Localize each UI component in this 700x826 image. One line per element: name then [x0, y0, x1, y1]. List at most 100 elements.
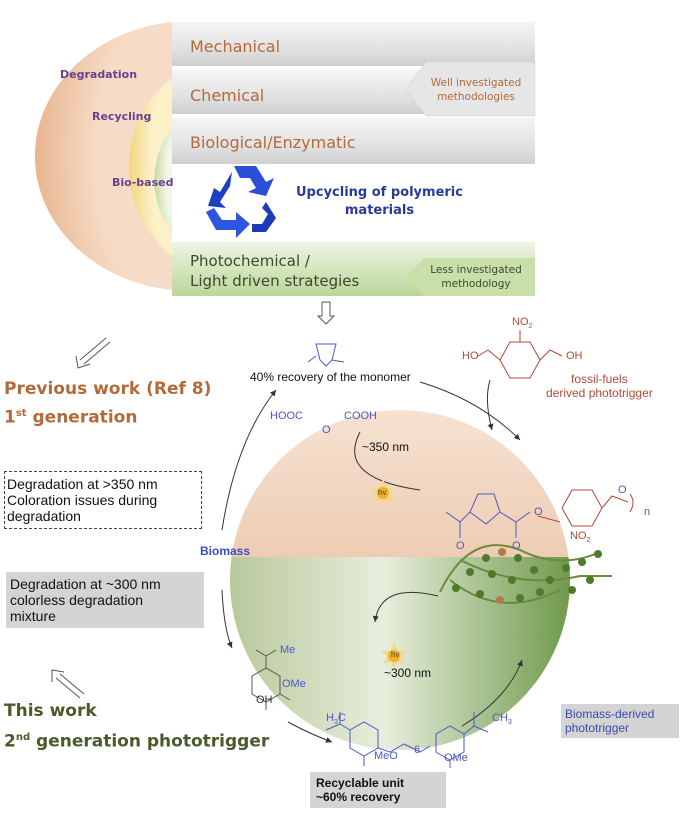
cycle-circle-top: [231, 410, 569, 557]
polymer-ether-o: O: [618, 484, 627, 496]
cycle-graphics: [51, 301, 634, 768]
ring-label-recycling: Recycling: [92, 110, 152, 123]
recyclable-unit-box: Recyclable unit ~60% recovery: [310, 772, 446, 808]
polymer-nitro-ring: [537, 489, 634, 527]
less-investigated-line1: Less investigated: [430, 264, 522, 276]
band-label-mechanical: Mechanical: [190, 37, 281, 56]
cooh-label: COOH: [344, 410, 377, 422]
dimer-ch3-label: CH3: [492, 712, 512, 729]
upcycling-line2: materials: [344, 203, 415, 218]
band-label-chemical: Chemical: [190, 86, 265, 105]
arrow-biomass-up: [221, 389, 277, 531]
dimer-meo-label: MeO: [374, 750, 398, 762]
previous-gen-sup: st: [15, 408, 27, 419]
this-work-arrow-icon: [51, 669, 85, 699]
fossil-phototrigger-label: fossil-fuels derived phototrigger: [546, 372, 653, 400]
dimer-ome-label: OMe: [444, 752, 468, 764]
band-biological: [172, 118, 535, 164]
previous-box-line3: degradation: [7, 508, 81, 524]
polymer-n-label: n: [644, 506, 651, 518]
dimer-linker-n: 6: [414, 744, 421, 756]
band-label-biological: Biological/Enzymatic: [190, 133, 356, 152]
this-work-box: Degradation at ~300 nm colorless degrada…: [6, 572, 204, 628]
dimer-h3c-sub: 3: [333, 719, 338, 727]
hv-top-label: hv: [378, 488, 387, 497]
polymer-no2-sub: 2: [586, 537, 591, 545]
ring-label-bio-based: Bio-based: [112, 176, 174, 189]
this-box-line3: mixture: [10, 608, 56, 624]
dimer-h3c-label: H3C: [326, 712, 346, 729]
well-investigated-arrow: [405, 61, 536, 117]
this-box-line2: colorless degradation: [10, 592, 144, 608]
previous-work-generation: 1st generation: [4, 403, 137, 429]
fdca-structure: [307, 343, 345, 367]
this-work-generation: 2nd generation phototrigger: [4, 727, 269, 753]
previous-gen-num: 1: [4, 407, 16, 428]
dimer-h3c-h: H: [326, 712, 334, 724]
recycle-icon: [206, 166, 276, 238]
previous-work-arrow-icon: [75, 337, 111, 369]
fossil-label-line2: derived phototrigger: [546, 386, 653, 400]
dimer-h3c-c: C: [337, 712, 346, 724]
wavelength-300-label: ~300 nm: [384, 666, 432, 680]
sun-300-icon: [381, 642, 407, 670]
top-panel-graphics: [34, 22, 536, 296]
bio-based-ring: [154, 128, 172, 232]
this-gen-num: 2: [4, 731, 16, 752]
sun-350-icon: [370, 479, 396, 507]
fossil-oh-label: OH: [566, 350, 583, 362]
polymer-carbonyl-o-2: O: [512, 540, 521, 552]
acetovanillone-ome-label: OMe: [282, 678, 306, 690]
band-mechanical: [172, 22, 535, 66]
fossil-no2-text: NO: [512, 316, 529, 328]
dimer-phototrigger-structure: [325, 712, 489, 768]
ring-label-degradation: Degradation: [60, 68, 138, 81]
biomass-trigger-line2: phototrigger: [565, 721, 630, 735]
fossil-no2-sub: 2: [528, 323, 533, 331]
this-box-line1: Degradation at ~300 nm: [10, 576, 161, 592]
fossil-label-line1: fossil-fuels: [571, 372, 628, 386]
furan-o-label: O: [322, 424, 331, 436]
previous-work-box: Degradation at >350 nm Coloration issues…: [4, 471, 202, 529]
this-gen-text: generation phototrigger: [36, 731, 270, 752]
previous-box-line1: Degradation at >350 nm: [7, 476, 158, 492]
polymer-no2-text: NO: [570, 530, 587, 542]
well-investigated-label: Well investigated methodologies: [420, 76, 532, 104]
less-investigated-label: Less investigated methodology: [420, 263, 532, 291]
arrow-fossil-down: [486, 379, 494, 431]
less-investigated-line2: methodology: [441, 278, 511, 290]
monomer-recovery-label: 40% recovery of the monomer: [250, 370, 411, 384]
well-investigated-line2: methodologies: [437, 91, 515, 103]
fossil-no2-label: NO2: [512, 316, 532, 333]
arrow-300-cycle: [372, 591, 439, 623]
hv-bottom-label: hv: [391, 650, 400, 659]
acetovanillone-structure: [251, 649, 291, 710]
dimer-ch3-ch: CH: [492, 712, 508, 724]
this-gen-sup: nd: [15, 732, 31, 743]
dimer-ch3-sub: 3: [507, 719, 512, 727]
down-arrow-icon: [316, 301, 336, 325]
acetovanillone-me-label: Me: [280, 644, 296, 656]
upcycling-line1: Upcycling of polymeric: [296, 185, 463, 200]
degradation-ring: [34, 22, 172, 290]
arrow-350-cycle: [354, 431, 421, 491]
arrow-biomass-down: [221, 589, 233, 649]
polymer-structure: [445, 493, 531, 538]
hooc-label: HOOC: [270, 410, 303, 422]
biomass-label: Biomass: [200, 544, 251, 558]
photochemical-label: Photochemical / Light driven strategies: [190, 251, 359, 291]
less-investigated-arrow: [406, 258, 535, 296]
previous-work-title: Previous work (Ref 8): [4, 379, 212, 399]
arrow-to-polymer: [419, 381, 521, 441]
photochemical-line1: Photochemical /: [190, 252, 310, 270]
polymer-coil-graphic: [439, 544, 612, 604]
this-work-title: This work: [4, 701, 97, 721]
well-investigated-line1: Well investigated: [430, 77, 522, 89]
upcycling-label: Upcycling of polymeric materials: [296, 184, 463, 220]
recyclable-line1: Recyclable unit: [316, 776, 405, 790]
arrow-vanillin-to-dimer: [287, 721, 333, 743]
polymer-ester-o: O: [534, 506, 543, 518]
biomass-trigger-line1: Biomass-derived: [565, 707, 655, 721]
recyclable-line2: ~60% recovery: [316, 790, 401, 804]
polymer-carbonyl-o-1: O: [456, 540, 465, 552]
